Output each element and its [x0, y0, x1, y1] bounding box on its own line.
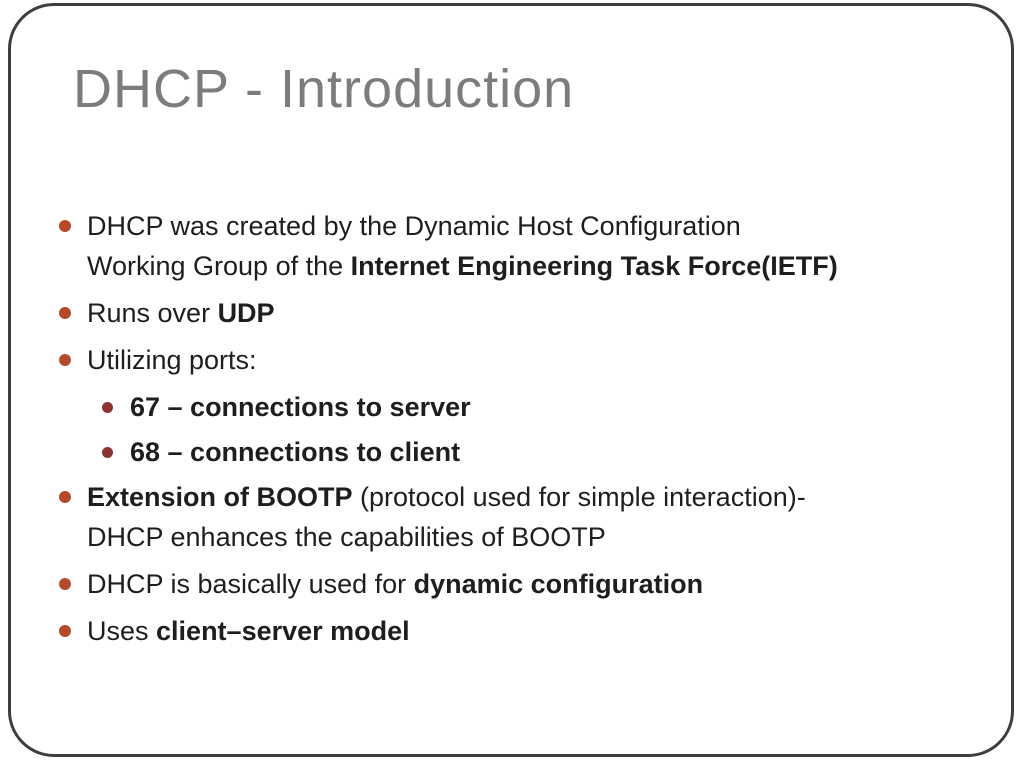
- bullet-dot-icon: [102, 447, 113, 458]
- bullet-text-run: dynamic configuration: [413, 569, 704, 599]
- bullet-dot-icon: [59, 491, 71, 503]
- bullet-text-run: Utilizing ports:: [87, 345, 257, 375]
- bullet-text-run: Runs over: [87, 298, 218, 328]
- bullet-text-run: DHCP enhances the capabilities of BOOTP: [87, 522, 606, 552]
- bullet-text-run: client–server model: [156, 616, 410, 646]
- bullet-item: Runs over UDP: [59, 293, 981, 333]
- bullet-item: 68 – connections to client: [102, 432, 981, 472]
- bullet-dot-icon: [59, 220, 71, 232]
- bullet-text-run: DHCP was created by the Dynamic Host Con…: [87, 211, 741, 241]
- bullet-text-run: Extension of BOOTP: [87, 482, 353, 512]
- bullet-item: DHCP was created by the Dynamic Host Con…: [59, 206, 981, 286]
- bullet-text-run: Uses: [87, 616, 157, 646]
- bullet-item: Utilizing ports:: [59, 340, 981, 380]
- bullet-text-run: (protocol used for simple interaction)-: [352, 482, 806, 512]
- bullet-item: DHCP is basically used for dynamic confi…: [59, 564, 981, 604]
- bullet-text-run: 68 – connections to client: [130, 437, 461, 467]
- bullet-text-run: Internet Engineering Task Force(IETF): [350, 251, 838, 281]
- slide-frame: DHCP - Introduction DHCP was created by …: [8, 3, 1014, 757]
- bullet-dot-icon: [102, 402, 113, 413]
- bullet-item: 67 – connections to server: [102, 387, 981, 427]
- bullet-dot-icon: [59, 307, 71, 319]
- bullet-text-run: UDP: [217, 298, 275, 328]
- bullet-dot-icon: [59, 578, 71, 590]
- bullet-text-run: 67 – connections to server: [130, 392, 471, 422]
- bullet-dot-icon: [59, 625, 71, 637]
- bullet-text-run: Working Group of the: [87, 251, 351, 281]
- bullet-item: Extension of BOOTP (protocol used for si…: [59, 477, 981, 557]
- bullet-dot-icon: [59, 354, 71, 366]
- slide-title: DHCP - Introduction: [73, 59, 575, 119]
- bullet-text-run: DHCP is basically used for: [87, 569, 414, 599]
- bullet-list: DHCP was created by the Dynamic Host Con…: [11, 206, 1011, 651]
- bullet-item: Uses client–server model: [59, 611, 981, 651]
